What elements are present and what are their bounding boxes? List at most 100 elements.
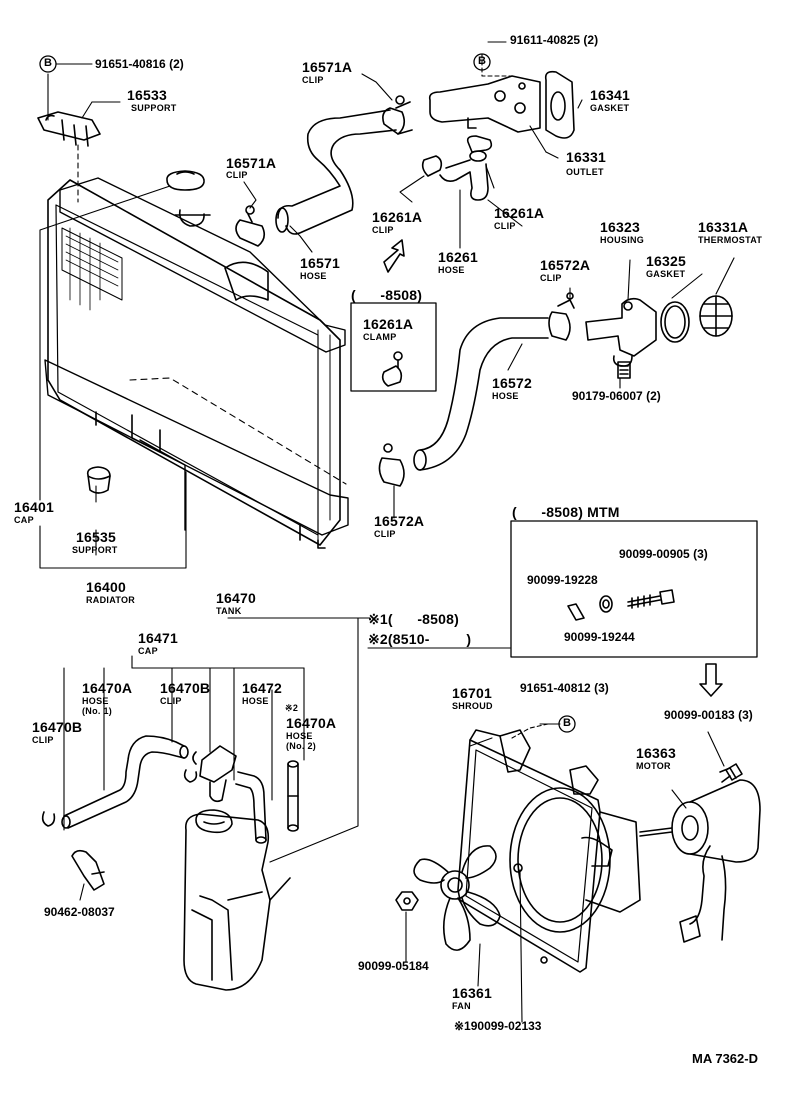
clip-16261A-b-drawing <box>466 135 493 153</box>
hose-16472-drawing <box>235 771 267 844</box>
part-16470A-no1: 16470A <box>82 680 133 696</box>
part-16331A: 16331A <box>698 219 749 235</box>
part-16535-name: SUPPORT <box>72 545 118 555</box>
support-16533-drawing <box>37 111 101 147</box>
part-16261-name: HOSE <box>438 265 465 275</box>
part-16533-name: SUPPORT <box>131 103 177 113</box>
outlet-16331-drawing <box>428 75 541 133</box>
part-16572A-bottom-name: CLIP <box>374 529 396 539</box>
bolt-marker-b-3: B <box>563 717 571 729</box>
part-90462-08037: 90462-08037 <box>44 905 115 919</box>
mtm-option-box <box>510 520 758 658</box>
clip-16571A-top-drawing <box>382 95 413 135</box>
part-16331A-name: THERMOSTAT <box>698 235 763 245</box>
note-1-range: ※1( -8508) <box>368 611 459 627</box>
part-16470: 16470 <box>216 590 256 606</box>
housing-16323-drawing <box>585 297 657 367</box>
hose-16261-drawing <box>439 150 489 201</box>
part-16325: 16325 <box>646 253 686 269</box>
bolt-90179-drawing <box>617 361 631 379</box>
part-16572: 16572 <box>492 375 532 391</box>
part-91651-40812: 91651-40812 (3) <box>520 681 609 695</box>
bolt-90099-00183-drawing <box>721 763 743 783</box>
part-90099-00183: 90099-00183 (3) <box>664 708 753 722</box>
part-16571A-top-name: CLIP <box>302 75 324 85</box>
part-16261A-b: 16261A <box>494 205 545 221</box>
part-90099-19228: 90099-19228 <box>527 573 598 587</box>
part-16470A-no1-name: HOSE <box>82 696 109 706</box>
support-16535-drawing <box>86 466 111 494</box>
clip-16261A-a-drawing <box>421 155 443 177</box>
clamp-box-name: CLAMP <box>363 332 397 342</box>
part-16470B-left: 16470B <box>32 719 83 735</box>
diagram-reference-code: MA 7362-D <box>692 1051 758 1066</box>
part-16701: 16701 <box>452 685 492 701</box>
part-16572A-bottom: 16572A <box>374 513 425 529</box>
shroud-16701-drawing <box>457 729 641 973</box>
part-16470A-no2: 16470A <box>286 715 337 731</box>
part-16571A-left: 16571A <box>226 155 277 171</box>
part-16261A-a-name: CLIP <box>372 225 394 235</box>
part-16400-name: RADIATOR <box>86 595 136 605</box>
part-16470A-no2-sub: (No. 2) <box>286 741 317 751</box>
clip-16470B-top-drawing <box>183 769 198 783</box>
part-16533: 16533 <box>127 87 167 103</box>
part-16471-name: CAP <box>138 646 158 656</box>
part-16401: 16401 <box>14 499 54 515</box>
part-16323: 16323 <box>600 219 640 235</box>
hose-16571-drawing <box>275 109 397 235</box>
part-16470A-no1-sub: (No. 1) <box>82 706 113 716</box>
clamp-option-box <box>350 302 437 392</box>
note-2-range: ※2(8510- ) <box>368 631 472 647</box>
radiator-cap-drawing <box>166 170 205 191</box>
part-16323-name: HOUSING <box>600 235 645 245</box>
radiator-drawing <box>44 177 349 549</box>
direction-arrow <box>383 239 405 273</box>
part-90099-19244: 90099-19244 <box>564 630 635 644</box>
part-16470B-top: 16470B <box>160 680 211 696</box>
part-91611-40825: 91611-40825 (2) <box>510 33 599 47</box>
nut-90099-05184-drawing <box>395 891 419 911</box>
part-16331: 16331 <box>566 149 606 165</box>
part-16571A-left-name: CLIP <box>226 170 248 180</box>
mtm-range: ( -8508) MTM <box>512 504 620 520</box>
leader-lines <box>39 41 735 1023</box>
part-16470A-no2-mark: ※2 <box>285 703 299 713</box>
part-16571A-top: 16571A <box>302 59 353 75</box>
part-16472-name: HOSE <box>242 696 269 706</box>
part-16400: 16400 <box>86 579 126 595</box>
part-16363: 16363 <box>636 745 676 761</box>
part-16341-name: GASKET <box>590 103 630 113</box>
clamp-box-part: 16261A <box>363 316 414 332</box>
part-16572-name: HOSE <box>492 391 519 401</box>
part-90179-06007: 90179-06007 (2) <box>572 389 661 403</box>
bolt-markers <box>39 53 576 733</box>
part-16470B-left-name: CLIP <box>32 735 54 745</box>
part-16470-name: TANK <box>216 606 242 616</box>
part-16472: 16472 <box>242 680 282 696</box>
part-16571-name: HOSE <box>300 271 327 281</box>
part-90099-02133: ※190099-02133 <box>454 1019 542 1033</box>
hose-16470A-no2-drawing <box>287 760 299 832</box>
part-90099-00905: 90099-00905 (3) <box>619 547 708 561</box>
hose-16470A-no1-drawing <box>61 735 189 829</box>
part-16361: 16361 <box>452 985 492 1001</box>
part-16261A-a: 16261A <box>372 209 423 225</box>
part-16535: 16535 <box>76 529 116 545</box>
part-16401-name: CAP <box>14 515 34 525</box>
clamp-90462-drawing <box>71 849 105 891</box>
gasket-16325-drawing <box>660 301 690 343</box>
part-16571: 16571 <box>300 255 340 271</box>
bolt-marker-b-2: B <box>478 55 486 67</box>
part-16701-name: SHROUD <box>452 701 493 711</box>
part-16572A-top: 16572A <box>540 257 591 273</box>
part-16361-name: FAN <box>452 1001 471 1011</box>
part-16341: 16341 <box>590 87 630 103</box>
part-16572A-top-name: CLIP <box>540 273 562 283</box>
hose-16572-drawing <box>413 317 549 471</box>
mtm-arrow <box>699 663 723 697</box>
gasket-16341-drawing <box>544 70 575 139</box>
tank-16470-drawing <box>183 809 291 991</box>
clip-16470B-left-drawing <box>41 811 56 827</box>
